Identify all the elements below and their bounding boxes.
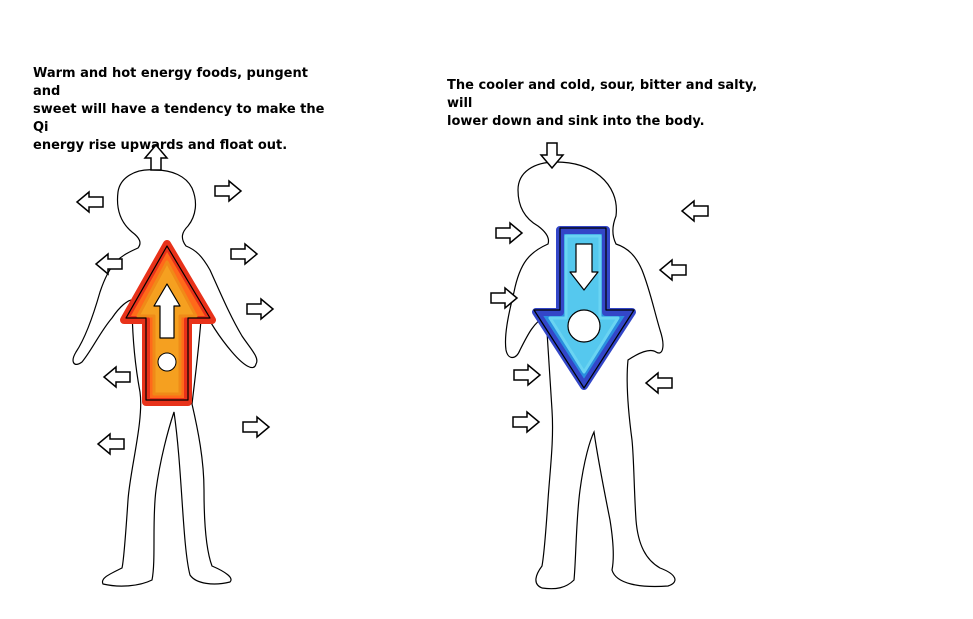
cool-energy-down-arrow: [532, 226, 636, 390]
arrow-left-icon: [103, 366, 131, 388]
arrow-right-icon: [495, 222, 523, 244]
arrow-down-icon: [540, 142, 564, 169]
arrow-up-icon: [144, 144, 168, 171]
arrow-left-icon: [659, 259, 687, 281]
arrow-right-icon: [230, 243, 258, 265]
arrow-right-icon: [242, 416, 270, 438]
arrow-right-icon: [246, 298, 274, 320]
arrow-right-icon: [490, 287, 518, 309]
left-body-outline: [72, 169, 258, 587]
arrow-left-icon: [97, 433, 125, 455]
arrow-right-icon: [512, 411, 540, 433]
right-body-outline: [504, 161, 676, 590]
arrow-left-icon: [681, 200, 709, 222]
warm-foods-caption: Warm and hot energy foods, pungent and s…: [33, 66, 325, 153]
arrow-left-icon: [645, 372, 673, 394]
arrow-right-icon: [513, 364, 541, 386]
arrow-right-icon: [214, 180, 242, 202]
cool-foods-caption: The cooler and cold, sour, bitter and sa…: [447, 78, 758, 129]
arrow-left-icon: [76, 191, 104, 213]
warm-energy-up-arrow: [120, 240, 216, 406]
